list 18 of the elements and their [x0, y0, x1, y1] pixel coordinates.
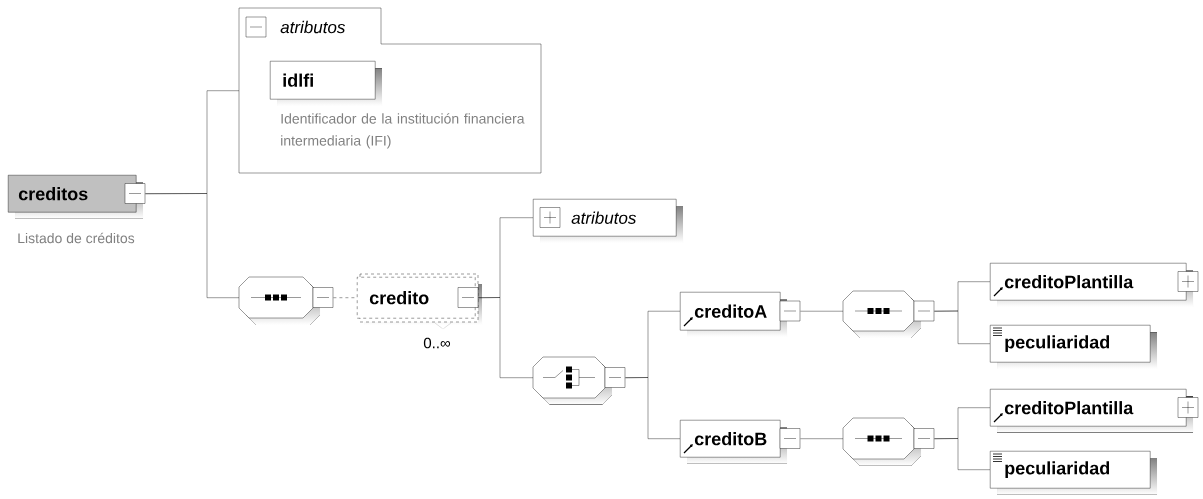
connector-line: [934, 310, 991, 344]
occurrence-label: 0..∞: [423, 337, 451, 349]
element-box: atributos: [533, 199, 683, 243]
element-box: creditoPlantilla: [990, 389, 1193, 433]
connector-line: [478, 297, 534, 378]
element-box: idlfi: [270, 61, 382, 106]
description-text: Listado de créditos: [18, 232, 135, 244]
connector-line: [145, 193, 240, 298]
element-box: credito: [357, 273, 482, 330]
element-box: peculiaridad: [990, 451, 1157, 495]
connector-line: [625, 377, 681, 439]
description-text: Identificador de la institución financiera intermediaria (IFI): [281, 113, 525, 149]
connector-line: [800, 311, 844, 312]
connector-line: [800, 438, 844, 439]
element-box: creditoPlantilla: [990, 263, 1193, 307]
element-box: creditos: [8, 175, 143, 219]
element-box: peculiaridad: [990, 325, 1157, 369]
connector-line: [934, 438, 991, 470]
